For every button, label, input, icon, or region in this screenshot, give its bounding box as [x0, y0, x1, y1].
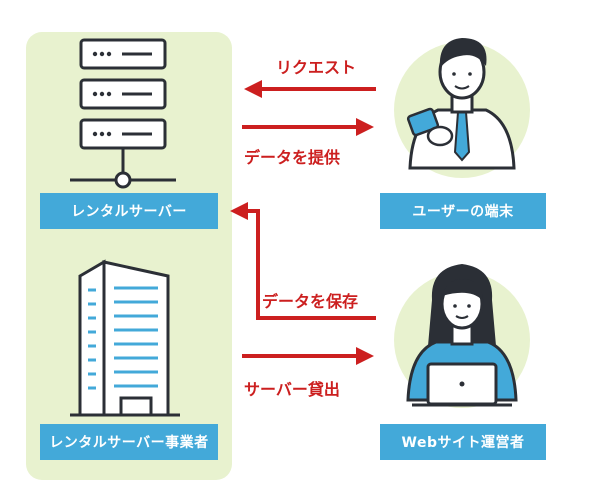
request-text: リクエスト	[276, 58, 357, 77]
user-device-label: ユーザーの端末	[380, 193, 546, 229]
operator-person-icon	[394, 264, 530, 408]
rental-server-label: レンタルサーバー	[40, 193, 218, 229]
provide-data-text: データを提供	[244, 148, 341, 167]
rental-server-company-label: レンタルサーバー事業者	[40, 424, 218, 460]
save-data-text: データを保存	[262, 292, 359, 311]
arrow-request	[244, 80, 376, 98]
user-person-icon	[394, 38, 530, 178]
arrow-provide	[242, 118, 374, 136]
server-lending-text: サーバー貸出	[244, 380, 340, 399]
server-icon	[70, 38, 176, 189]
building-icon	[70, 259, 180, 417]
arrow-lend	[242, 347, 374, 365]
site-operator-label: Webサイト運営者	[380, 424, 546, 460]
arrow-save	[230, 202, 376, 320]
